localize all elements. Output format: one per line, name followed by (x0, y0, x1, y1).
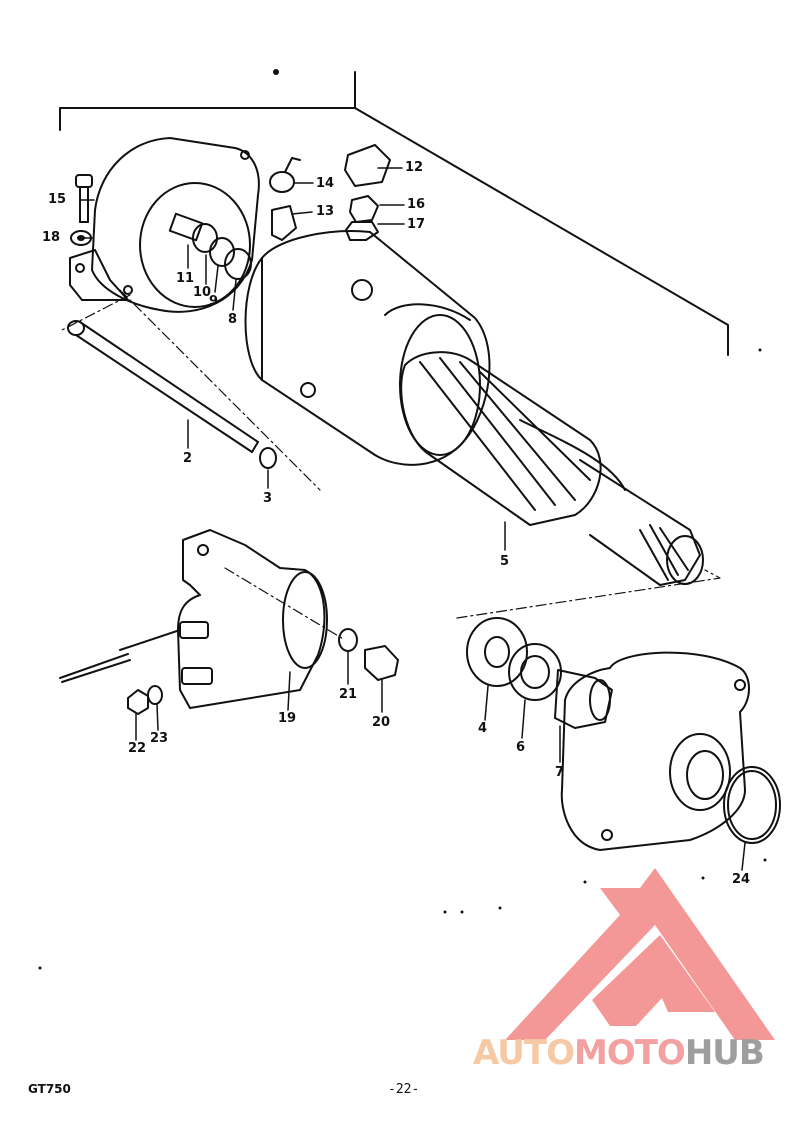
watermark-part-moto: MOTO (573, 1033, 686, 1073)
callout-8: 8 (228, 312, 238, 327)
brush-spring-14 (269, 157, 301, 193)
drive-end-plate (560, 651, 750, 851)
watermark-part-hub: HUB (684, 1033, 765, 1073)
washer-3 (259, 447, 277, 469)
washer-21 (338, 628, 358, 652)
callout-17: 17 (407, 217, 426, 232)
nut-16 (349, 195, 379, 223)
leader-lines (77, 167, 746, 871)
watermark-text: AUTOMOTOHUB (473, 1033, 765, 1073)
callout-7: 7 (555, 765, 565, 780)
callout-14: 14 (316, 176, 335, 191)
callout-23: 23 (150, 731, 169, 746)
callout-16: 16 (407, 197, 426, 212)
seal-6 (508, 643, 562, 701)
clip-13 (271, 205, 297, 241)
armature-5 (400, 351, 704, 586)
yoke-body (244, 230, 491, 466)
specks (38, 69, 767, 970)
callout-4: 4 (478, 721, 488, 736)
solenoid-19 (59, 529, 328, 709)
washer-17 (345, 221, 379, 241)
watermark-logo (505, 868, 775, 1040)
callout-15: 15 (48, 192, 67, 207)
end-housing (69, 137, 260, 313)
callout-24: 24 (732, 872, 751, 887)
washer-4 (466, 617, 528, 687)
bolt-20 (364, 645, 399, 681)
through-bolt-2 (67, 320, 259, 453)
callout-20: 20 (372, 715, 391, 730)
callout-11: 11 (176, 271, 195, 286)
nut-22 (127, 689, 149, 715)
bolt-15 (75, 174, 93, 223)
axis-lines (61, 289, 721, 641)
callout-21: 21 (339, 687, 358, 702)
model-code: GT750 (28, 1082, 71, 1096)
bushing-7 (554, 669, 613, 729)
callout-22: 22 (128, 741, 147, 756)
washer-23 (147, 685, 163, 705)
callout-12: 12 (405, 160, 424, 175)
callout-5: 5 (500, 554, 510, 569)
watermark-part-auto: AUTO (473, 1033, 575, 1073)
callout-19: 19 (278, 711, 297, 726)
brush-12 (344, 144, 391, 187)
callout-2: 2 (183, 451, 193, 466)
callout-3: 3 (263, 491, 273, 506)
callout-18: 18 (42, 230, 61, 245)
callout-10: 10 (193, 285, 212, 300)
callout-13: 13 (316, 204, 335, 219)
callout-6: 6 (516, 740, 526, 755)
callout-9: 9 (209, 294, 219, 309)
o-ring-24 (723, 766, 781, 844)
assembly-bracket (59, 71, 729, 356)
page-number: -22- (388, 1082, 420, 1097)
